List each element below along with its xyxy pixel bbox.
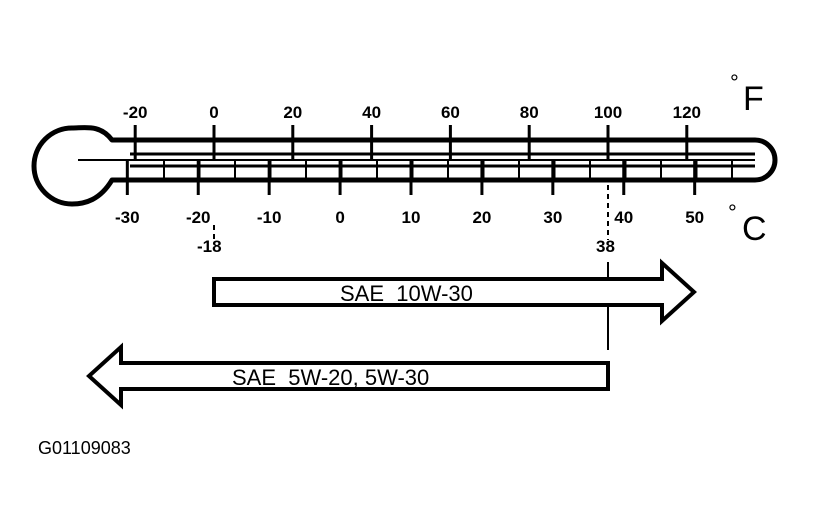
celsius-tick-label: 20: [472, 208, 491, 227]
arrow-sae-5w20-5w30-label: SAE 5W-20, 5W-30: [232, 365, 429, 390]
fahrenheit-tick-label: 0: [209, 103, 218, 122]
celsius-tick-label: -20: [186, 208, 211, 227]
celsius-tick-label: 0: [335, 208, 344, 227]
celsius-tick-label: 50: [685, 208, 704, 227]
fahrenheit-tick-label: 120: [673, 103, 701, 122]
celsius-tick-label: 40: [614, 208, 633, 227]
celsius-tick-label: 30: [543, 208, 562, 227]
celsius-unit-label: C: [742, 210, 767, 248]
arrow-sae-10w30: [212, 258, 697, 326]
reference-mark-minus-18: -18: [197, 237, 222, 256]
arrow-sae-10w30-label: SAE 10W-30: [340, 281, 473, 306]
fahrenheit-tick-label: 60: [441, 103, 460, 122]
fahrenheit-tick-label: 20: [283, 103, 302, 122]
celsius-tick-label: 10: [402, 208, 421, 227]
arrow-sae-5w20-5w30: [86, 342, 610, 410]
reference-mark-38: 38: [596, 237, 615, 256]
fahrenheit-tick-label: 80: [520, 103, 539, 122]
fahrenheit-scale: -20 0 20 40 60 80 100 120: [123, 103, 701, 160]
celsius-scale: -30 -20 -10 0 10 20 30 40 50: [115, 160, 733, 227]
fahrenheit-tick-label: -20: [123, 103, 148, 122]
thermometer-outline: [31, 125, 778, 207]
celsius-degree-symbol: °: [728, 200, 737, 225]
celsius-tick-label: -30: [115, 208, 140, 227]
fahrenheit-tick-label: 100: [594, 103, 622, 122]
fahrenheit-unit-label: F: [743, 80, 764, 118]
celsius-tick-label: -10: [257, 208, 282, 227]
fahrenheit-tick-label: 40: [362, 103, 381, 122]
fahrenheit-degree-symbol: °: [730, 70, 739, 95]
figure-id: G01109083: [38, 438, 131, 458]
